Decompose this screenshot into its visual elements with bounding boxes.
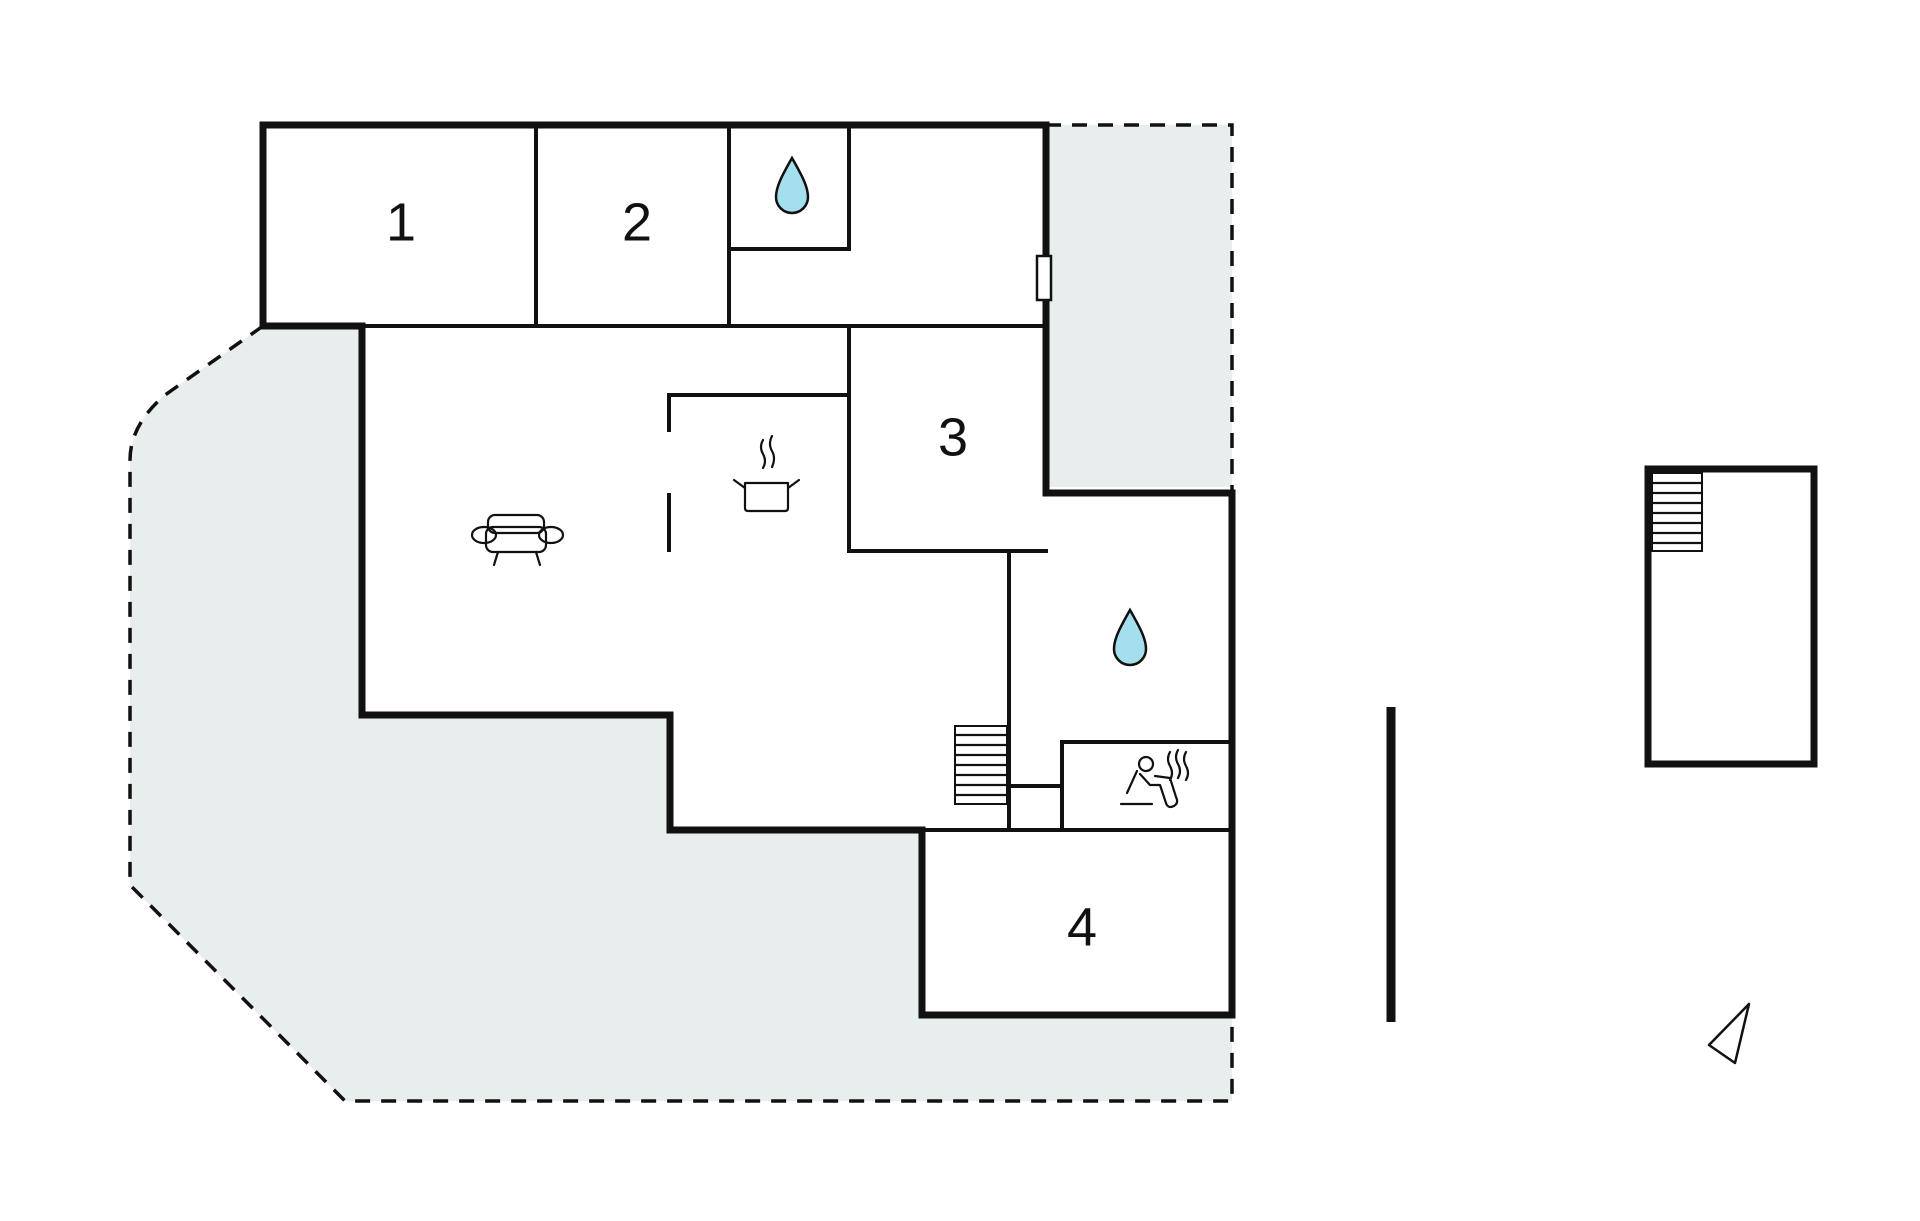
cooking-pot-icon bbox=[732, 434, 801, 513]
north-arrow-icon bbox=[1707, 1002, 1751, 1065]
window bbox=[1035, 254, 1053, 302]
annex-building bbox=[1644, 465, 1818, 768]
room-2-label: 2 bbox=[622, 192, 652, 252]
sauna-icon bbox=[1119, 748, 1190, 809]
terrace-areas bbox=[130, 125, 1232, 1101]
stairs-icon bbox=[953, 725, 1009, 805]
room-1-label: 1 bbox=[386, 192, 416, 252]
terrace-outline bbox=[128, 123, 1234, 1103]
room-4-label: 4 bbox=[1067, 897, 1097, 957]
room-3-label: 3 bbox=[938, 407, 968, 467]
water-drop-icon bbox=[774, 155, 810, 215]
water-drop-icon bbox=[1112, 607, 1148, 667]
interior-walls bbox=[261, 123, 1234, 832]
stairs-icon bbox=[1650, 472, 1704, 552]
terrace-left bbox=[130, 326, 1232, 1101]
terrace-right bbox=[1046, 125, 1232, 487]
sofa-icon bbox=[470, 513, 565, 567]
